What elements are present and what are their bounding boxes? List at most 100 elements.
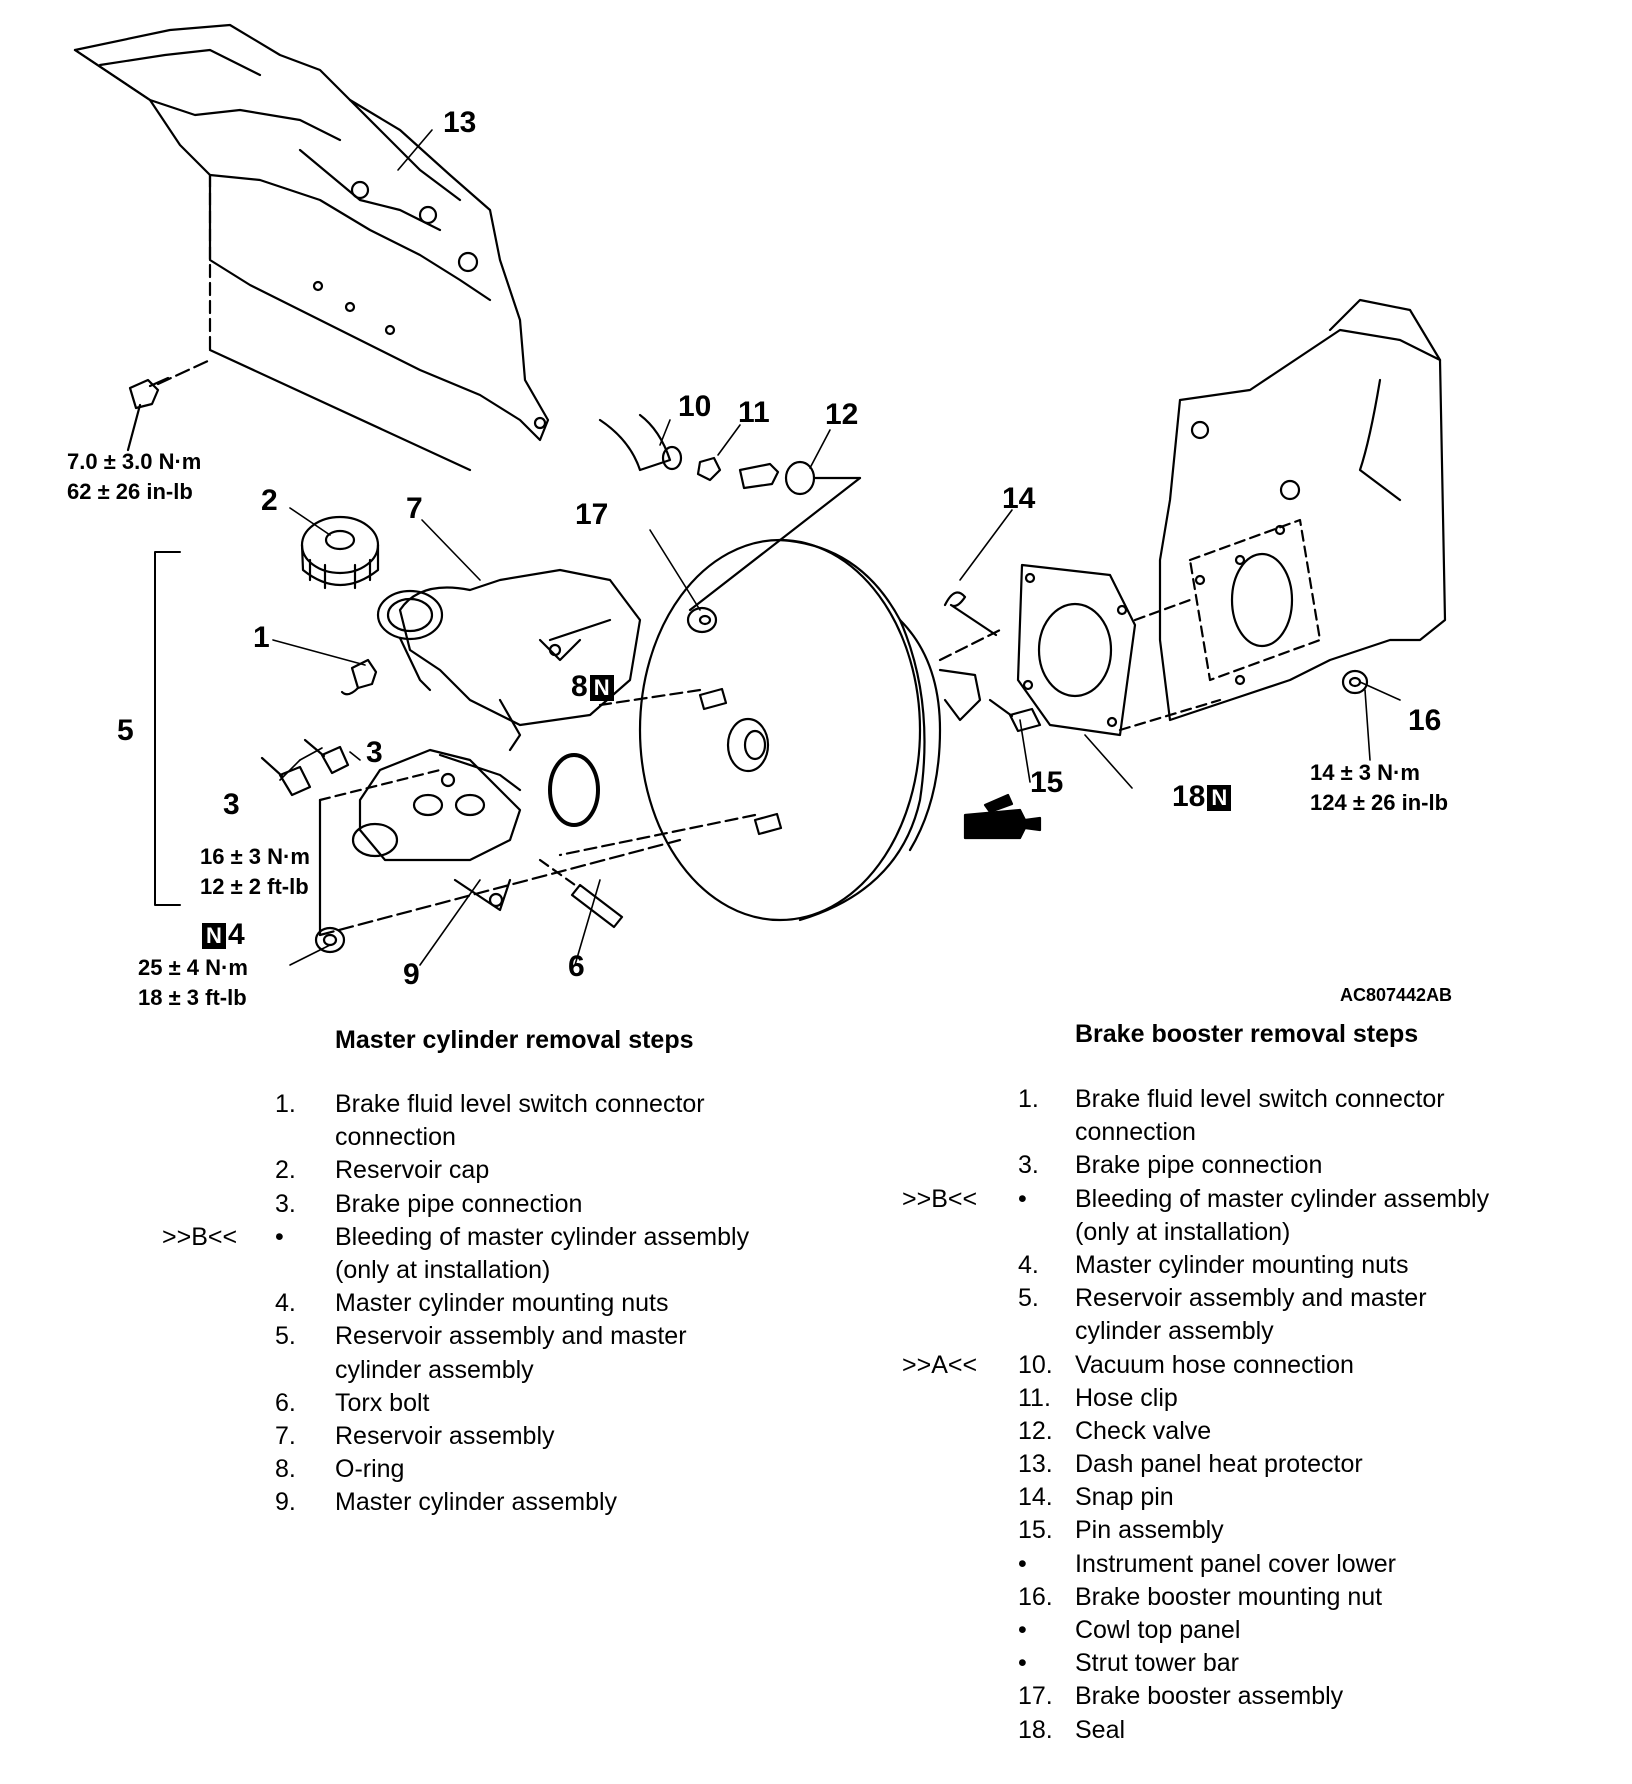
new-part-badge: N bbox=[589, 675, 614, 702]
step-item: • Strut tower bar bbox=[890, 1647, 1610, 1680]
step-text: Seal bbox=[1075, 1715, 1126, 1744]
callout-15: 15 bbox=[1030, 766, 1064, 799]
brake-booster-heading: Brake booster removal steps bbox=[1075, 1020, 1419, 1048]
step-item: 7. Reservoir assembly bbox=[150, 1420, 770, 1453]
step-item: • Cowl top panel bbox=[890, 1614, 1610, 1647]
step-number: 11. bbox=[1018, 1383, 1051, 1412]
master-cylinder-heading: Master cylinder removal steps bbox=[335, 1026, 694, 1054]
step-text: Check valve bbox=[1075, 1416, 1212, 1445]
step-number: • bbox=[1018, 1616, 1027, 1645]
step-text: Strut tower bar bbox=[1075, 1649, 1239, 1678]
step-item: 3. Brake pipe connection bbox=[890, 1149, 1610, 1182]
step-number: • bbox=[1018, 1184, 1027, 1213]
step-text: Pin assembly bbox=[1075, 1516, 1224, 1545]
step-number: 6. bbox=[275, 1388, 296, 1417]
step-number: 5. bbox=[275, 1322, 296, 1351]
step-text: Brake pipe connection bbox=[1075, 1151, 1323, 1180]
step-number: 12. bbox=[1018, 1416, 1053, 1445]
callout-10: 10 bbox=[678, 390, 712, 423]
callout-12: 12 bbox=[825, 398, 859, 431]
callout-13: 13 bbox=[443, 106, 477, 139]
step-text: Reservoir assembly and master cylinder a… bbox=[335, 1322, 687, 1384]
step-number: 16. bbox=[1018, 1582, 1053, 1611]
step-number: 18. bbox=[1018, 1715, 1053, 1744]
step-text: Master cylinder assembly bbox=[335, 1488, 618, 1517]
torx-bolt-part bbox=[538, 858, 624, 929]
heat-protector-part bbox=[73, 23, 550, 472]
step-item: >>A<<10.Vacuum hose connection bbox=[890, 1349, 1610, 1382]
step-item: 16. Brake booster mounting nut bbox=[890, 1581, 1610, 1614]
new-part-badge: N bbox=[202, 923, 226, 950]
mounting-nut-4 bbox=[314, 926, 346, 954]
vacuum-hose-assembly bbox=[598, 413, 862, 612]
step-number: 5. bbox=[1018, 1284, 1039, 1313]
step-text: Reservoir cap bbox=[335, 1156, 490, 1185]
brake-pipe-fittings bbox=[260, 738, 350, 797]
step-text: Brake fluid level switch connector conne… bbox=[335, 1090, 705, 1152]
step-text: Master cylinder mounting nuts bbox=[335, 1289, 669, 1318]
item-5-bracket bbox=[154, 551, 181, 906]
step-item: >>B<<•Bleeding of master cylinder assemb… bbox=[150, 1221, 770, 1287]
reservoir-cap-part bbox=[300, 515, 380, 590]
new-part-badge: N bbox=[1207, 785, 1232, 812]
step-item: 4. Master cylinder mounting nuts bbox=[150, 1287, 770, 1320]
step-number: 10. bbox=[1018, 1350, 1053, 1379]
step-text: Reservoir assembly and master cylinder a… bbox=[1075, 1284, 1427, 1346]
step-number: 14. bbox=[1018, 1483, 1053, 1512]
master-cylinder-step-list: 1. Brake fluid level switch connector con… bbox=[150, 1088, 770, 1519]
brake-booster-part bbox=[558, 538, 1002, 922]
step-number: 1. bbox=[275, 1090, 296, 1118]
step-item: 11.Hose clip bbox=[890, 1382, 1610, 1415]
step-text: Instrument panel cover lower bbox=[1075, 1549, 1396, 1578]
step-number: 7. bbox=[275, 1421, 296, 1450]
pin-assembly-part bbox=[988, 698, 1042, 733]
step-item: 8.O-ring bbox=[150, 1453, 770, 1486]
step-item: 5. Reservoir assembly and master cylinder… bbox=[150, 1320, 770, 1386]
leader-lines bbox=[272, 129, 1401, 966]
callout-6: 6 bbox=[568, 950, 585, 983]
callout-17: 17 bbox=[575, 498, 609, 531]
step-text: Brake booster assembly bbox=[1075, 1682, 1344, 1711]
step-text: Brake pipe connection bbox=[335, 1189, 583, 1218]
seal-part bbox=[1016, 563, 1137, 737]
booster-mounting-nut bbox=[1341, 669, 1369, 695]
step-number: 4. bbox=[275, 1289, 296, 1318]
step-item: 1.Brake fluid level switch connector con… bbox=[890, 1083, 1610, 1149]
step-item: • Instrument panel cover lower bbox=[890, 1548, 1610, 1581]
grease-symbol bbox=[963, 793, 1042, 840]
callout-5: 5 bbox=[117, 714, 134, 747]
step-text: Brake booster mounting nut bbox=[1075, 1582, 1383, 1611]
diagram-drawing bbox=[73, 23, 1447, 966]
callout-1: 1 bbox=[253, 621, 270, 654]
step-text: Cowl top panel bbox=[1075, 1616, 1241, 1645]
step-item: 1. Brake fluid level switch connector con… bbox=[150, 1088, 770, 1154]
level-switch-connector bbox=[340, 658, 378, 696]
step-number: • bbox=[1018, 1549, 1027, 1578]
step-number: 13. bbox=[1018, 1450, 1053, 1479]
step-item: 4.Master cylinder mounting nuts bbox=[890, 1249, 1610, 1282]
step-number: 9. bbox=[275, 1488, 296, 1517]
snap-pin-part bbox=[943, 591, 998, 637]
heat-protector-bolt bbox=[126, 358, 212, 452]
step-procedure-code: >>B<< bbox=[162, 1222, 238, 1251]
step-item: 6. Torx bolt bbox=[150, 1387, 770, 1420]
step-item: 2.Reservoir cap bbox=[150, 1154, 770, 1187]
dash-panel-part bbox=[1118, 298, 1447, 732]
step-item: 14.Snap pin bbox=[890, 1481, 1610, 1514]
step-text: Torx bolt bbox=[335, 1388, 430, 1417]
step-text: Brake fluid level switch connector conne… bbox=[1075, 1085, 1445, 1147]
step-item: 18. Seal bbox=[890, 1714, 1610, 1747]
figure-id: AC807442AB bbox=[1340, 985, 1453, 1005]
step-text: Reservoir assembly bbox=[335, 1421, 555, 1450]
step-number: 3. bbox=[1018, 1151, 1039, 1180]
step-item: 3.Brake pipe connection bbox=[150, 1188, 770, 1221]
step-text: Bleeding of master cylinder assembly (on… bbox=[335, 1222, 750, 1284]
step-item: 5. Reservoir assembly and master cylinder… bbox=[890, 1282, 1610, 1348]
step-number: • bbox=[1018, 1649, 1027, 1678]
